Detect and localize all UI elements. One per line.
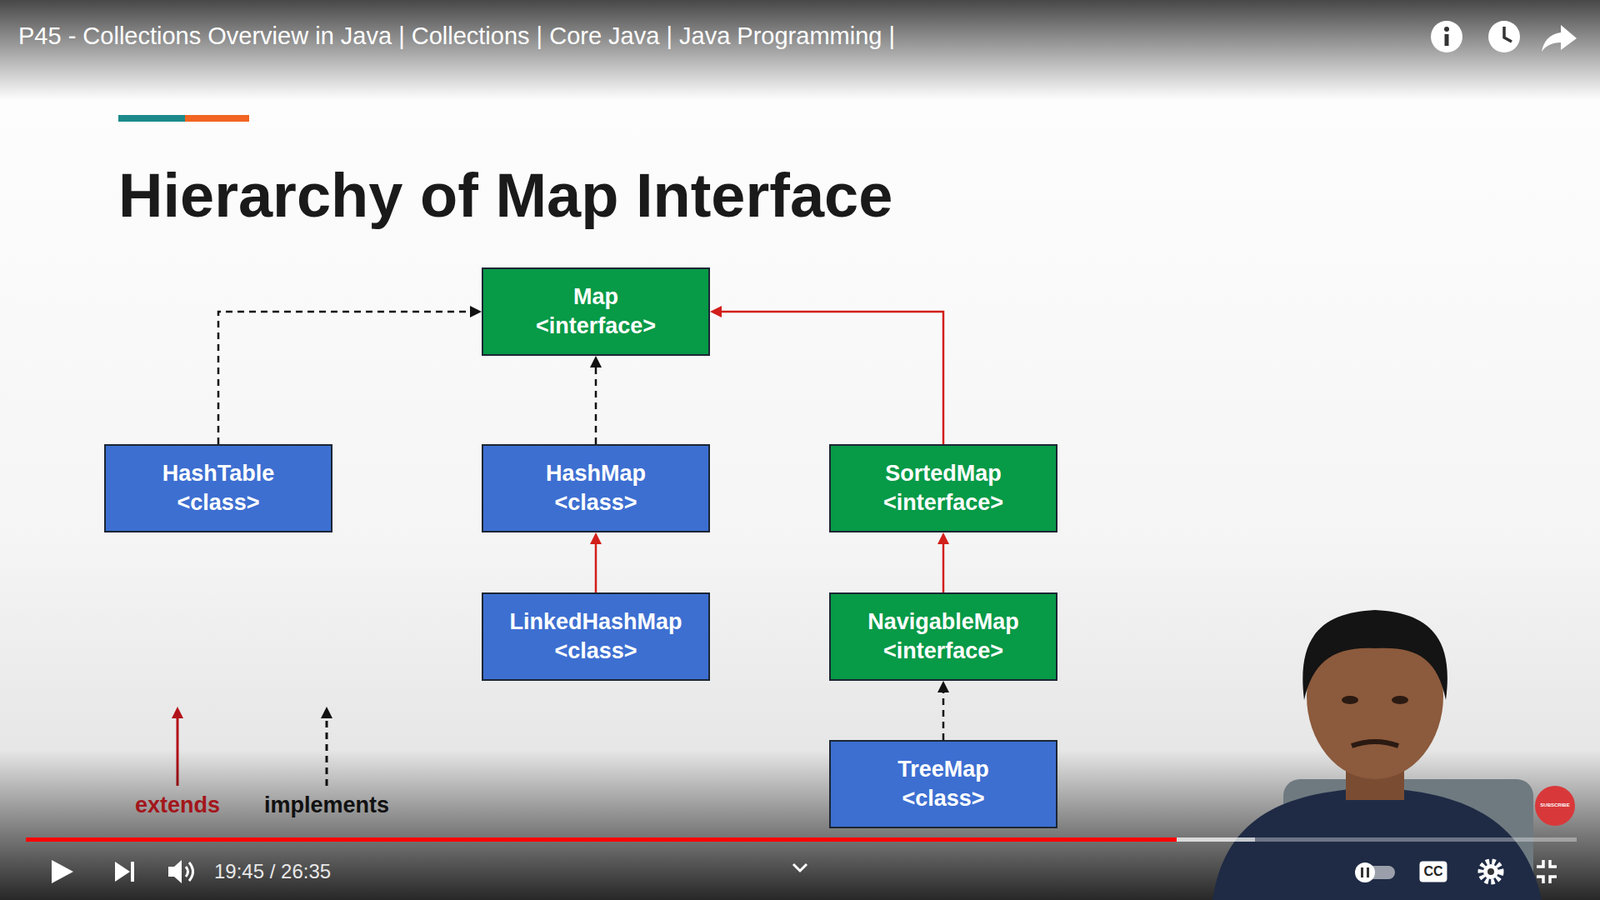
subscribe-text: SUBSCRIBE [1540,802,1570,809]
box-label: <class> [176,488,260,518]
extends-connector [721,311,944,445]
chevron-icon [793,864,807,871]
settings-icon [1480,861,1501,882]
legend-implements: implements [264,792,390,819]
box-label: <interface> [883,488,1004,518]
interface-box: SortedMap<interface> [829,444,1058,533]
subscribe-badge [1535,785,1575,826]
legend-extends: extends [135,792,220,819]
class-box: HashTable<class> [104,444,333,533]
box-label: TreeMap [897,755,990,785]
box-label: HashTable [162,459,275,489]
box-label: <class> [554,488,637,518]
slide-title: Hierarchy of Map Interface [118,161,893,230]
watch-later-icon [1488,20,1520,53]
box-label: <class> [901,784,985,814]
extends-connector [595,544,598,593]
interface-box: NavigableMap<interface> [829,592,1058,681]
progress-played [25,837,1177,842]
captions-button: CC [1419,860,1447,882]
box-label: <interface> [883,636,1004,666]
box-label: LinkedHashMap [509,607,682,637]
box-label: <interface> [535,311,656,341]
share-icon [1541,25,1577,52]
autoplay-toggle [1355,862,1395,883]
play-icon [51,860,74,884]
box-label: HashMap [545,459,646,489]
progress-buffer [25,837,1255,842]
class-box: TreeMap<class> [829,740,1058,829]
implements-connector [942,692,945,740]
extends-connector [942,544,945,593]
box-label: Map [573,282,619,312]
implements-connector [218,311,470,445]
interface-box: Map<interface> [481,267,710,356]
box-label: SortedMap [885,459,1002,489]
box-label: <class> [554,636,637,666]
volume-icon [168,860,194,884]
accent-bar-teal [118,115,185,122]
class-box: LinkedHashMap<class> [481,592,710,681]
info-icon [1430,20,1463,53]
presenter [1212,610,1542,900]
class-box: HashMap<class> [481,444,710,533]
progress-track [25,837,1577,842]
box-label: NavigableMap [867,607,1020,637]
accent-bar-orange [185,115,250,122]
next-icon [115,861,135,882]
video-title: P45 - Collections Overview in Java | Col… [18,21,895,51]
implements-connector [595,367,598,445]
top-shade [0,0,1600,100]
time-display: 19:45 / 26:35 [214,860,331,885]
fullscreen-exit-icon [1536,860,1557,884]
